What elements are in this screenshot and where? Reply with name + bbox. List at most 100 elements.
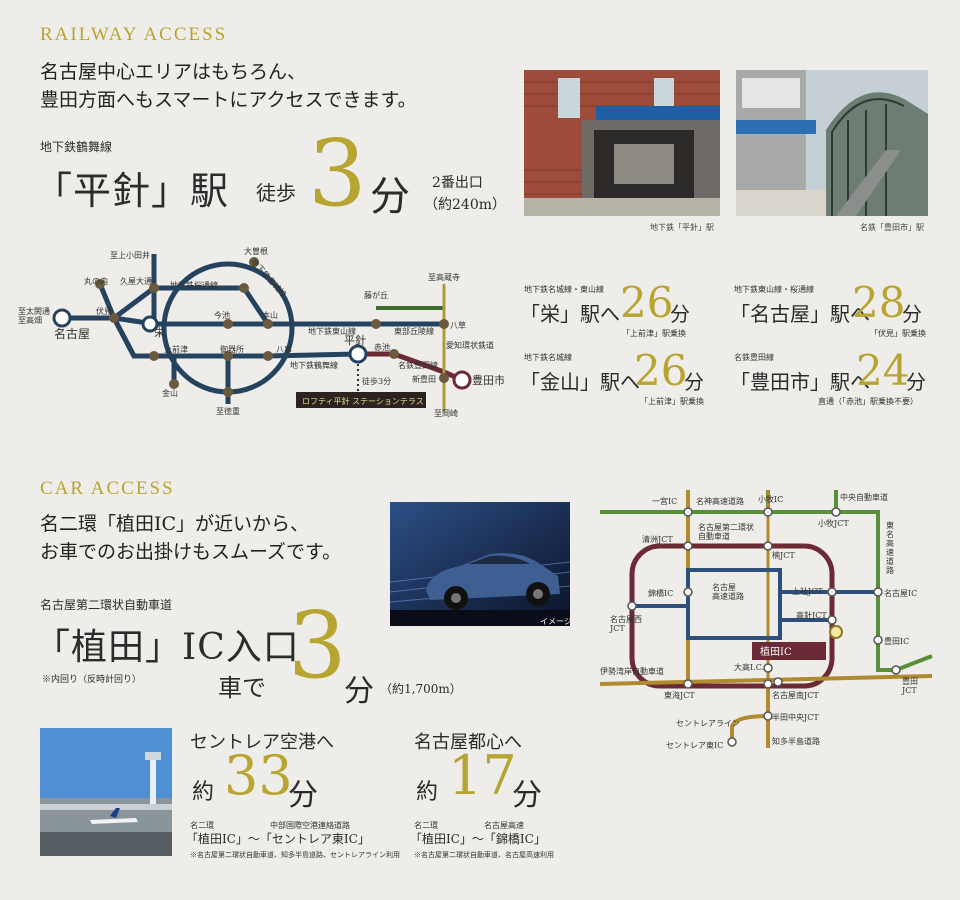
- svg-text:赤池: 赤池: [374, 342, 390, 352]
- meitetsu-toyota-line: [358, 351, 464, 383]
- dest-nagoya: 地下鉄東山線・桜通線 「名古屋」駅へ 28 分 「伏見」駅乗換: [730, 278, 926, 338]
- car-heading: CAR ACCESS: [40, 478, 175, 499]
- ueda-ic-marker: [829, 625, 843, 639]
- svg-text:東名高速道路: 東名高速道路: [886, 520, 894, 575]
- svg-text:藤が丘: 藤が丘: [364, 290, 388, 300]
- svg-text:名古屋南JCT: 名古屋南JCT: [772, 690, 819, 700]
- loft-label: ロフティ平針 ステーションテラス: [302, 396, 424, 406]
- centrair-airport-photo: [40, 728, 172, 856]
- svg-text:今池: 今池: [214, 310, 230, 320]
- airport-block: セントレア空港へ 約 33 分 名二環 中部国際空港連絡道路 「植田IC」〜「セ…: [186, 732, 400, 859]
- station-name: 「平針」駅: [34, 169, 230, 213]
- car-unit: 分: [344, 674, 374, 709]
- svg-text:至徳重: 至徳重: [216, 406, 240, 416]
- svg-text:地下鉄名城線: 地下鉄名城線: [249, 257, 289, 299]
- svg-text:伊勢湾岸自動車道: 伊勢湾岸自動車道: [600, 666, 664, 676]
- tomei-expressway: [836, 510, 933, 672]
- photo1-caption: 地下鉄「平針」駅: [650, 223, 714, 232]
- hirabari-station-photo: [524, 70, 720, 216]
- svg-text:丸の内: 丸の内: [84, 276, 108, 286]
- svg-text:久屋大通: 久屋大通: [120, 276, 152, 286]
- photo2-caption: 名鉄「豊田市」駅: [860, 223, 924, 232]
- sakuradori-line: [112, 285, 271, 326]
- car-minutes: 3: [288, 592, 347, 699]
- svg-text:新豊田: 新豊田: [412, 374, 436, 384]
- car-caption: イメージ: [540, 617, 572, 626]
- svg-text:名神高速道路: 名神高速道路: [696, 496, 744, 506]
- higashiyama-line: [62, 315, 444, 327]
- svg-text:上社JCT: 上社JCT: [792, 586, 823, 596]
- svg-text:本山: 本山: [262, 310, 278, 320]
- distance-label: （約240m）: [424, 197, 506, 213]
- walk-unit: 分: [370, 174, 410, 220]
- svg-text:楠JCT: 楠JCT: [772, 550, 795, 560]
- svg-text:高針JCT: 高針JCT: [796, 610, 827, 620]
- svg-text:平針: 平針: [344, 333, 366, 347]
- railway-route-map: 至太閤通至高畑 名古屋 丸の内 久屋大通 至上小田井 大曽根 地下鉄桜通線 伏見…: [18, 246, 504, 418]
- svg-text:至上小田井: 至上小田井: [110, 250, 150, 260]
- svg-text:小牧JCT: 小牧JCT: [818, 518, 849, 528]
- svg-text:名鉄豊田線: 名鉄豊田線: [398, 360, 438, 370]
- svg-text:小牧IC: 小牧IC: [758, 494, 783, 504]
- railway-heading: RAILWAY ACCESS: [40, 24, 228, 45]
- line-name: 地下鉄鶴舞線: [40, 140, 113, 154]
- svg-text:セントレア東IC: セントレア東IC: [666, 740, 723, 750]
- dest-toyotashi: 名鉄豊田線 「豊田市」駅へ 24 分 直通（「赤池」駅乗換不要）: [730, 346, 926, 406]
- expressway-map: 植田IC 一宮IC 名神高速道路 小牧IC 中央自動車道 小牧JCT 清洲JCT…: [599, 490, 933, 750]
- svg-text:一宮IC: 一宮IC: [652, 496, 677, 506]
- ic-note: ※内回り（反時計回り）: [42, 675, 142, 685]
- svg-text:錦橋IC: 錦橋IC: [648, 588, 673, 598]
- svg-text:伏見: 伏見: [96, 306, 112, 316]
- svg-text:名古屋: 名古屋: [54, 326, 90, 341]
- car-image: [390, 502, 570, 626]
- svg-text:地下鉄鶴舞線: 地下鉄鶴舞線: [290, 360, 338, 370]
- svg-text:大高I.C.: 大高I.C.: [734, 662, 764, 672]
- toyotashi-station-photo: [736, 70, 928, 216]
- svg-text:大曽根: 大曽根: [244, 246, 268, 256]
- svg-text:清洲JCT: 清洲JCT: [642, 534, 673, 544]
- svg-text:知多半島道路: 知多半島道路: [772, 736, 820, 746]
- svg-text:半田中央JCT: 半田中央JCT: [772, 712, 819, 722]
- svg-text:御器所: 御器所: [220, 344, 244, 354]
- svg-text:植田IC: 植田IC: [760, 645, 792, 658]
- exit-label: 2番出口: [432, 175, 483, 191]
- svg-text:徒歩3分: 徒歩3分: [362, 376, 391, 386]
- dest-kanayama: 地下鉄名城線 「金山」駅へ 26 分 「上前津」駅乗換: [520, 346, 704, 406]
- svg-text:セントレアライン: セントレアライン: [676, 719, 740, 728]
- road-name: 名古屋第二環状自動車道: [40, 598, 173, 612]
- svg-text:地下鉄桜通線: 地下鉄桜通線: [170, 280, 218, 290]
- svg-text:東部丘陵線: 東部丘陵線: [394, 326, 434, 336]
- svg-text:八事: 八事: [276, 344, 292, 354]
- loft-label-box: [296, 392, 426, 408]
- svg-text:名古屋第二環状自動車道: 名古屋第二環状自動車道: [698, 522, 754, 541]
- car-distance: （約1,700m）: [380, 682, 462, 696]
- svg-text:地下鉄東山線: 地下鉄東山線: [308, 326, 356, 336]
- svg-text:豊田IC: 豊田IC: [884, 636, 909, 646]
- svg-text:中央自動車道: 中央自動車道: [840, 492, 888, 502]
- car-lead: 名二環「植田IC」が近いから、 お車でのお出掛けもスムーズです。: [40, 513, 342, 563]
- svg-text:名古屋IC: 名古屋IC: [884, 588, 917, 598]
- svg-text:至岡崎: 至岡崎: [434, 408, 458, 418]
- svg-text:名古屋高速道路: 名古屋高速道路: [712, 582, 744, 601]
- dest-sakae: 地下鉄名城線・東山線 「栄」駅へ 26 分 「上前津」駅乗換: [520, 278, 690, 338]
- nagoya-expressway: [686, 568, 782, 640]
- walk-label: 徒歩: [256, 181, 296, 205]
- svg-text:東海JCT: 東海JCT: [664, 690, 695, 700]
- svg-text:金山: 金山: [162, 388, 178, 398]
- svg-text:至高蔵寺: 至高蔵寺: [428, 272, 460, 282]
- city-center-block: 名古屋都心へ 約 17 分 名二環 名古屋高速 「植田IC」〜「錦橋IC」 ※名…: [410, 732, 554, 859]
- by-car-label: 車で: [218, 674, 266, 702]
- svg-text:至太閤通至高畑: 至太閤通至高畑: [18, 306, 50, 325]
- svg-text:栄: 栄: [154, 325, 165, 339]
- walk-minutes: 3: [308, 120, 367, 227]
- railway-lead: 名古屋中心エリアはもちろん、 豊田方面へもスマートにアクセスできます。: [40, 61, 417, 111]
- svg-text:愛知環状鉄道: 愛知環状鉄道: [446, 340, 494, 350]
- svg-text:上前津: 上前津: [164, 344, 188, 354]
- ueda-ic-box: [752, 642, 826, 660]
- svg-text:豊田市: 豊田市: [472, 373, 504, 387]
- svg-text:八草: 八草: [450, 320, 466, 330]
- ic-name: 「植田」IC入口: [34, 627, 300, 668]
- centrair-line: [730, 714, 769, 742]
